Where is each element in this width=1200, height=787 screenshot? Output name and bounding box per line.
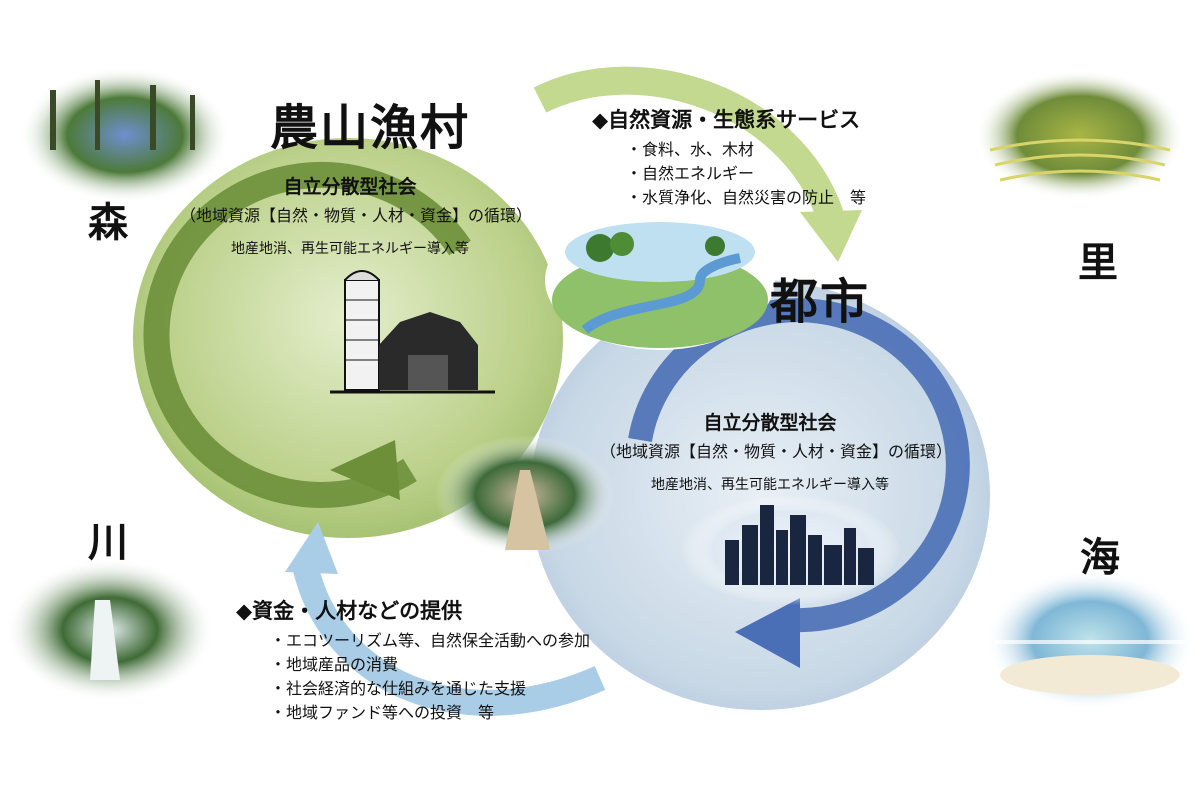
label-sea: 海 bbox=[1080, 535, 1120, 581]
barn-image bbox=[330, 270, 495, 394]
city-note: 地産地消、再生可能エネルギー導入等 bbox=[651, 477, 889, 493]
list-item: 水質浄化、自然災害の防止 等 bbox=[626, 186, 866, 210]
list-item: 自然エネルギー bbox=[626, 162, 866, 186]
flow-to-city-list: 食料、水、木材 自然エネルギー 水質浄化、自然災害の防止 等 bbox=[626, 138, 866, 210]
city-system-title: 自立分散型社会 bbox=[703, 412, 837, 434]
rural-title: 農山漁村 bbox=[270, 100, 471, 156]
list-item: 社会経済的な仕組みを通じた支援 bbox=[270, 677, 590, 701]
flow-to-rural-list: エコツーリズム等、自然保全活動への参加 地域産品の消費 社会経済的な仕組みを通じ… bbox=[270, 629, 590, 725]
river-waterfall-image bbox=[5, 558, 215, 702]
city-system-block: 自立分散型社会 （地域資源【自然・物質・人材・資金】の循環） 地産地消、再生可能… bbox=[600, 408, 953, 494]
city-system-subtitle: （地域資源【自然・物質・人材・資金】の循環） bbox=[600, 442, 953, 461]
city-title: 都市 bbox=[770, 274, 871, 330]
city-skyline-image bbox=[680, 495, 900, 605]
railway-image bbox=[435, 435, 615, 555]
rural-note: 地産地消、再生可能エネルギー導入等 bbox=[231, 241, 469, 257]
flow-to-rural-heading: ◆資金・人材などの提供 bbox=[236, 599, 463, 623]
label-river: 川 bbox=[88, 520, 128, 566]
village-terrace-image bbox=[975, 70, 1185, 200]
landscape-river-image bbox=[545, 210, 775, 350]
flow-to-rural-block: ◆資金・人材などの提供 エコツーリズム等、自然保全活動への参加 地域産品の消費 … bbox=[236, 595, 590, 725]
list-item: 地域ファンド等への投資 等 bbox=[270, 701, 590, 725]
list-item: 地域産品の消費 bbox=[270, 653, 590, 677]
label-village: 里 bbox=[1078, 240, 1118, 286]
rural-system-subtitle: （地域資源【自然・物質・人材・資金】の循環） bbox=[180, 206, 533, 225]
rural-cycle-arrow bbox=[143, 162, 471, 508]
rural-system-title: 自立分散型社会 bbox=[283, 176, 417, 198]
forest-image bbox=[20, 67, 230, 203]
flow-to-city-heading: ◆自然資源・生態系サービス bbox=[592, 108, 861, 132]
label-forest: 森 bbox=[88, 200, 128, 246]
rural-system-block: 自立分散型社会 （地域資源【自然・物質・人材・資金】の循環） 地産地消、再生可能… bbox=[180, 172, 533, 258]
sea-beach-image bbox=[985, 570, 1195, 710]
list-item: 食料、水、木材 bbox=[626, 138, 866, 162]
flow-to-city-block: ◆自然資源・生態系サービス 食料、水、木材 自然エネルギー 水質浄化、自然災害の… bbox=[592, 104, 866, 210]
list-item: エコツーリズム等、自然保全活動への参加 bbox=[270, 629, 590, 653]
